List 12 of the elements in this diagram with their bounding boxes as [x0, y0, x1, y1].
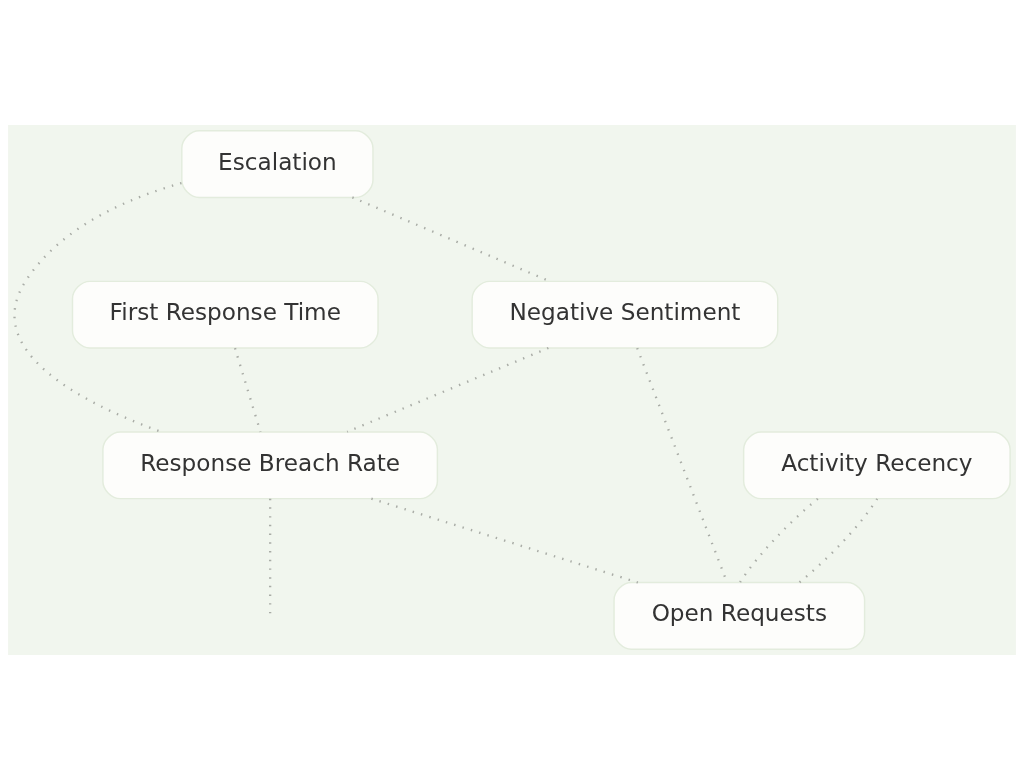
node-box: Response Breach Rate: [102, 430, 439, 499]
connector: [798, 497, 879, 583]
connector: [346, 346, 549, 433]
node-box: Open Requests: [613, 581, 866, 650]
connector: [233, 347, 262, 432]
node-box: Activity Recency: [742, 430, 1011, 499]
node-box: Escalation: [181, 129, 374, 198]
node-box: Negative Sentiment: [471, 280, 779, 349]
connector: [13, 181, 182, 433]
connector: [371, 497, 639, 584]
connector: [738, 497, 819, 583]
node-box: First Response Time: [71, 280, 379, 349]
